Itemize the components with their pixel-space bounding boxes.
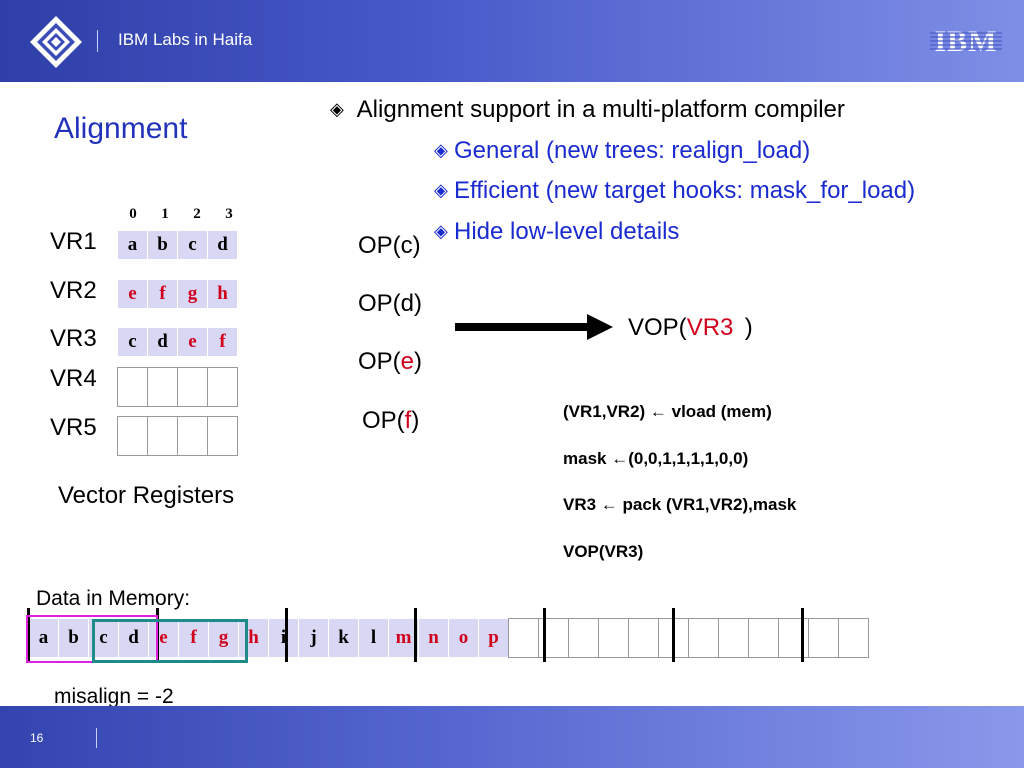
slide-title: Alignment: [54, 112, 188, 145]
code-line: (VR1,VR2) ← vload (mem): [563, 402, 772, 421]
memory-cell: [688, 618, 719, 658]
code-line: mask ←(0,0,1,1,1,1,0,0): [563, 449, 749, 468]
register-cell: [177, 367, 208, 407]
memory-cell: k: [328, 618, 359, 658]
right-arrow-icon: [455, 314, 613, 340]
ibm-logo-icon: IBM: [930, 25, 1002, 58]
op-arg: f: [404, 407, 412, 434]
footer-bar: [0, 706, 1024, 768]
register-cell: c: [177, 230, 208, 260]
register-cell: f: [207, 327, 238, 357]
memory-cell: [748, 618, 779, 658]
header-title: IBM Labs in Haifa: [118, 30, 253, 49]
memory-cell: [838, 618, 869, 658]
memory-cell: p: [478, 618, 509, 658]
register-cell: c: [117, 327, 148, 357]
register-cell: f: [147, 279, 178, 309]
register-cell: e: [117, 279, 148, 309]
scalar-op: OP(c): [358, 232, 421, 259]
register-cell: d: [207, 230, 238, 260]
memory-cell: j: [298, 618, 329, 658]
registers-caption: Vector Registers: [58, 482, 235, 509]
memory-cell: [568, 618, 599, 658]
scalar-op: OP(e): [358, 348, 423, 375]
register-cell: [147, 367, 178, 407]
register-row: [117, 367, 245, 407]
vector-boundary: [414, 608, 417, 662]
memory-cell: f: [178, 618, 209, 658]
register-index: 1: [161, 206, 169, 222]
register-cell: g: [177, 279, 208, 309]
memory-cell: [808, 618, 839, 658]
register-label: VR4: [50, 365, 97, 392]
register-label: VR1: [50, 228, 97, 255]
register-row: [117, 416, 245, 456]
op-arg: d: [400, 290, 415, 317]
footer-separator: [96, 728, 97, 748]
register-cell: b: [147, 230, 178, 260]
memory-cell: [598, 618, 629, 658]
register-cell: e: [177, 327, 208, 357]
header-separator: [97, 30, 98, 52]
register-cell: [147, 416, 178, 456]
scalar-op: OP(d): [358, 290, 423, 317]
memory-label: Data in Memory:: [36, 587, 191, 610]
vector-boundary: [27, 608, 30, 662]
memory-cell: [508, 618, 539, 658]
scalar-op: OP(f): [362, 407, 420, 434]
op-arg: c: [400, 232, 413, 259]
memory-cell: [628, 618, 659, 658]
register-cell: [117, 416, 148, 456]
diamond-logo-icon: [30, 16, 82, 68]
register-cell: [207, 367, 238, 407]
register-cell: [117, 367, 148, 407]
diamond-bullet-icon: ◈: [330, 99, 344, 119]
memory-cell: [718, 618, 749, 658]
code-line: VR3 ← pack (VR1,VR2),mask: [563, 495, 797, 514]
memory-cell: g: [208, 618, 239, 658]
sub-bullet-efficient: ◈Efficient (new target hooks: mask_for_l…: [434, 177, 916, 204]
register-label: VR2: [50, 277, 97, 304]
vector-boundary: [285, 608, 288, 662]
memory-cell: [778, 618, 809, 658]
vector-boundary: [672, 608, 675, 662]
sub-bullet-general: ◈General (new trees: realign_load): [434, 137, 811, 164]
register-cell: h: [207, 279, 238, 309]
main-bullet: ◈ Alignment support in a multi-platform …: [330, 96, 845, 123]
register-index: 3: [225, 206, 233, 222]
register-cell: [177, 416, 208, 456]
diamond-bullet-icon: ◈: [434, 140, 448, 160]
misalign-label: misalign = -2: [54, 685, 174, 708]
memory-cell: d: [118, 618, 149, 658]
vector-op: VOP(VR3): [628, 314, 753, 341]
register-cell: a: [117, 230, 148, 260]
sub-bullet-hide: ◈Hide low-level details: [434, 218, 680, 245]
code-line: VOP(VR3): [563, 542, 644, 561]
vop-arg: VR3: [686, 314, 734, 341]
register-index: 0: [129, 206, 137, 222]
op-arg: e: [400, 348, 415, 375]
register-cell: d: [147, 327, 178, 357]
memory-cell: n: [418, 618, 449, 658]
vector-boundary: [543, 608, 546, 662]
register-index: 2: [193, 206, 201, 222]
memory-cell: e: [148, 618, 179, 658]
vector-boundary: [801, 608, 804, 662]
header-bar: [0, 0, 1024, 82]
aligned-window-box: [92, 619, 248, 663]
memory-cell: o: [448, 618, 479, 658]
page-number: 16: [30, 731, 44, 745]
memory-cell: l: [358, 618, 389, 658]
register-label: VR5: [50, 414, 97, 441]
diamond-bullet-icon: ◈: [434, 180, 448, 200]
register-cell: [207, 416, 238, 456]
memory-cell: i: [268, 618, 299, 658]
register-label: VR3: [50, 325, 97, 352]
memory-cell: b: [58, 618, 89, 658]
memory-cell: m: [388, 618, 419, 658]
diamond-bullet-icon: ◈: [434, 221, 448, 241]
